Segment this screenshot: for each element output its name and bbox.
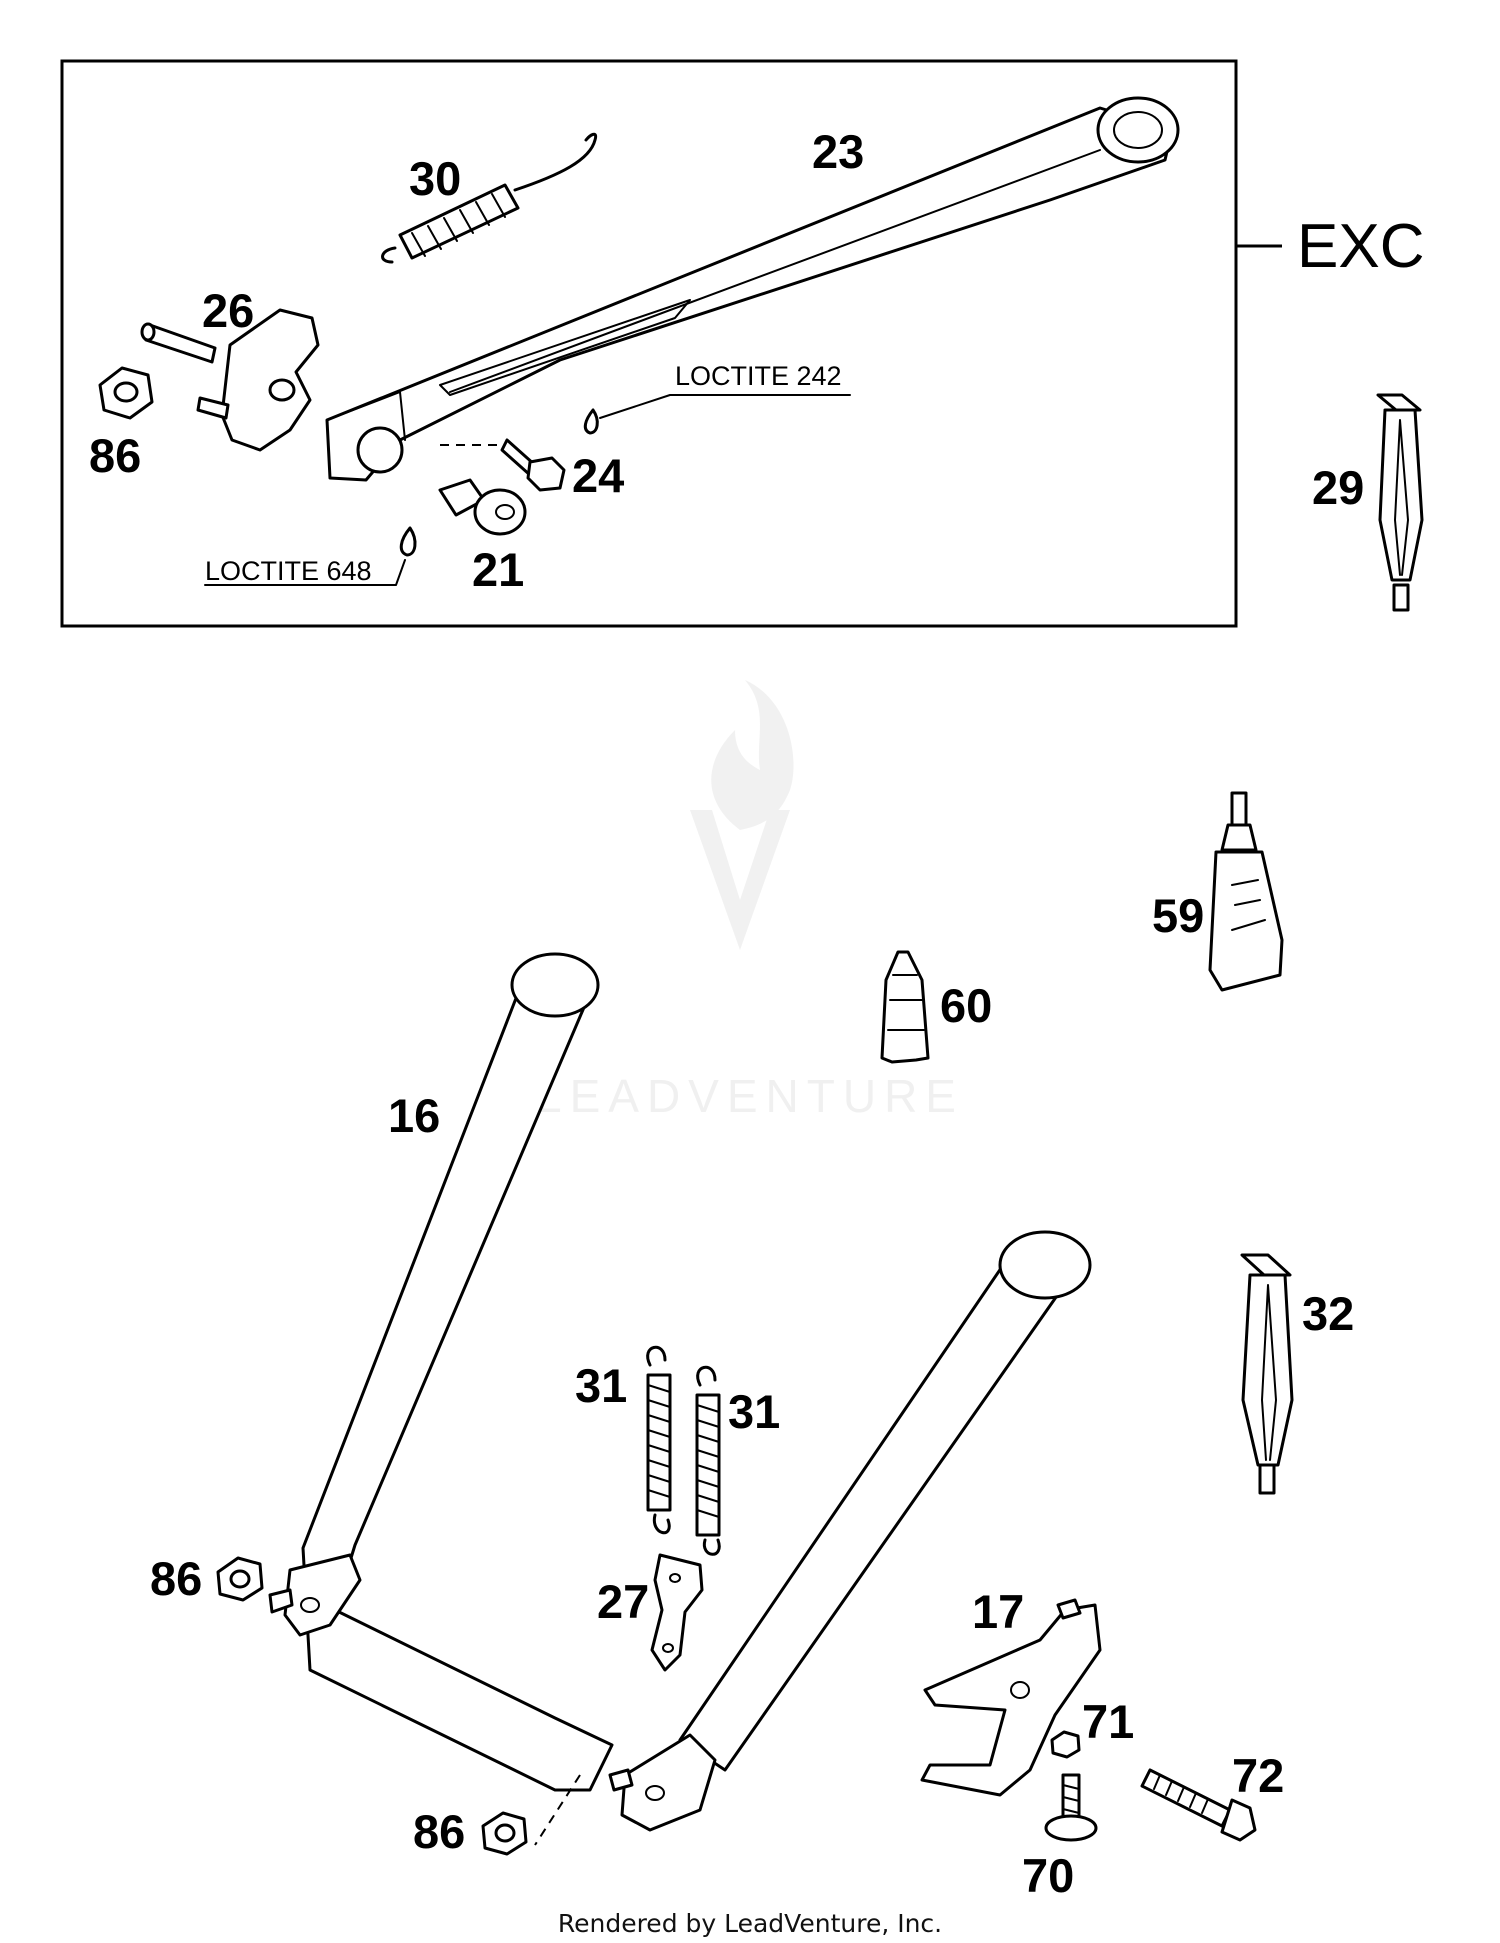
part-29-tool: [1376, 393, 1424, 612]
part-30-spring: [381, 132, 598, 264]
label-part-70: 70: [1022, 1849, 1074, 1902]
part-32-tool: [1240, 1253, 1294, 1495]
note-loctite-242: LOCTITE 242: [675, 361, 842, 391]
label-part-26: 26: [202, 284, 254, 337]
label-part-32: 32: [1302, 1287, 1354, 1340]
label-part-31-left: 31: [575, 1359, 627, 1412]
label-part-59: 59: [1152, 889, 1204, 942]
part-31-spring-left: [646, 1345, 672, 1535]
part-72-bolt: [1140, 1768, 1257, 1842]
part-70-adjuster: [1044, 1773, 1098, 1842]
label-part-86-top: 86: [89, 429, 141, 482]
part-26-pivot-bolt: [140, 308, 320, 452]
exc-group-frame: [60, 59, 1238, 628]
label-part-31-right: 31: [728, 1385, 780, 1438]
part-27-bracket: [650, 1553, 704, 1672]
part-31-spring-right: [695, 1365, 721, 1556]
note-loctite-648: LOCTITE 648: [205, 556, 372, 586]
label-part-27: 27: [597, 1575, 649, 1628]
part-23-side-stand: [325, 96, 1180, 482]
part-24-bolt: [440, 438, 566, 492]
part-17-bracket: [920, 1598, 1102, 1797]
footer-credit: Rendered by LeadVenture, Inc.: [558, 1909, 942, 1938]
label-part-29: 29: [1312, 461, 1364, 514]
part-86-nut-top: [98, 366, 154, 420]
part-16-center-stand: [268, 952, 1092, 1846]
part-71-nut: [1050, 1730, 1081, 1759]
label-part-30: 30: [409, 152, 461, 205]
loctite-242-leader: [599, 394, 851, 419]
group-label-exc: EXC: [1297, 212, 1424, 281]
label-part-72: 72: [1232, 1749, 1284, 1802]
label-part-17: 17: [972, 1585, 1024, 1638]
watermark-text: LEADVENTURE: [536, 1070, 964, 1122]
label-part-21: 21: [472, 543, 524, 596]
part-86-nut-bottom: [481, 1811, 528, 1856]
label-part-60: 60: [940, 979, 992, 1032]
part-60-bottle: [880, 950, 930, 1064]
label-part-86-mid: 86: [150, 1552, 202, 1605]
loctite-242-drop: [583, 408, 599, 435]
label-part-16: 16: [388, 1089, 440, 1142]
label-part-71: 71: [1082, 1695, 1134, 1748]
loctite-648-leader: [204, 559, 406, 586]
label-part-24: 24: [572, 449, 624, 502]
label-part-23: 23: [812, 125, 864, 178]
part-86-nut-mid: [216, 1556, 264, 1602]
loctite-648-drop: [399, 526, 417, 557]
part-21-pin: [438, 478, 527, 536]
label-part-86-bottom: 86: [413, 1805, 465, 1858]
leadventure-watermark-logo: LEADVENTURE: [536, 680, 964, 1122]
part-59-loctite-tube: [1208, 791, 1284, 992]
